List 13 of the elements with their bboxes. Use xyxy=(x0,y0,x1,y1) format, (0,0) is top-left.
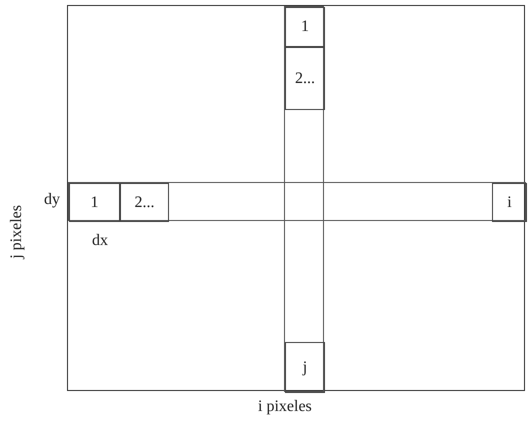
image-frame xyxy=(67,5,525,391)
dimension-label: dy xyxy=(44,191,60,209)
pixel-cell: 2... xyxy=(285,47,325,110)
dimension-label: dx xyxy=(92,232,108,250)
pixel-cell: 1 xyxy=(285,7,325,47)
pixel-column xyxy=(284,6,324,392)
pixel-cell: j xyxy=(285,342,325,393)
pixel-cell: 2... xyxy=(120,183,169,222)
pixel-cell: 1 xyxy=(69,183,120,222)
axis-label: i pixeles xyxy=(258,398,312,416)
pixel-row xyxy=(68,182,526,221)
pixel-cell: i xyxy=(492,183,527,222)
axis-label: j pixeles xyxy=(8,205,26,259)
